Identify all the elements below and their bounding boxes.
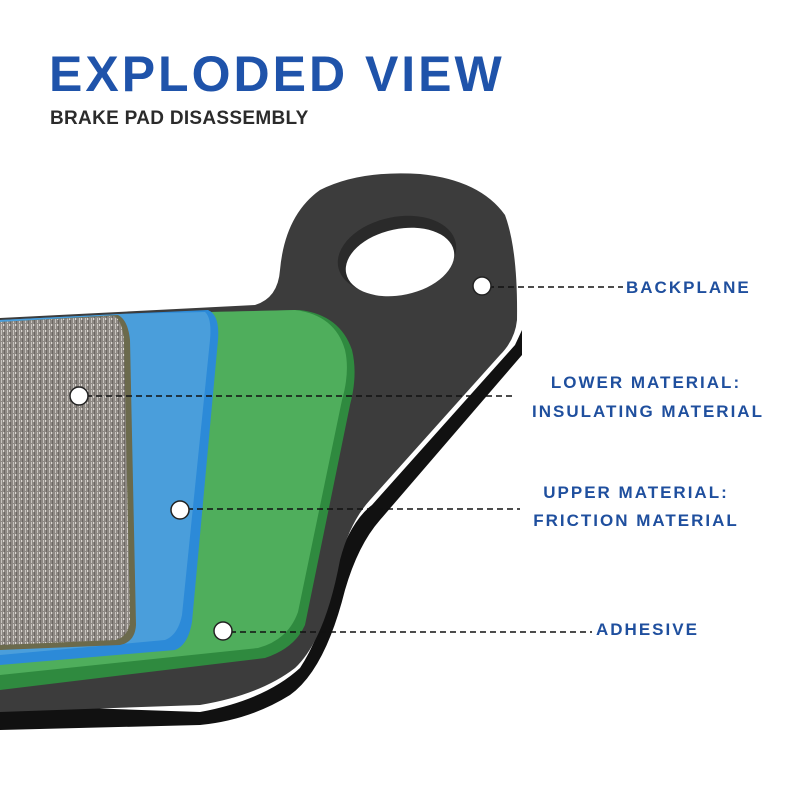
label-upper-material: UPPER MATERIAL: [543, 483, 729, 502]
callout-dot-upper [170, 500, 190, 520]
label-insulating-material: INSULATING MATERIAL [532, 402, 764, 421]
label-lower-material: LOWER MATERIAL: [550, 373, 742, 392]
page-title: EXPLODED VIEW [49, 46, 505, 102]
page-subtitle: BRAKE PAD DISASSEMBLY [50, 108, 309, 129]
friction-layer-face [0, 316, 130, 645]
callout-dot-backplane [472, 276, 492, 296]
callout-dot-adhesive [213, 621, 233, 641]
callout-dot-lower [69, 386, 89, 406]
backplane-hole-opening [345, 227, 455, 297]
label-adhesive: ADHESIVE [596, 620, 699, 639]
label-backplane: BACKPLANE [626, 278, 751, 297]
label-friction-material: FRICTION MATERIAL [533, 511, 739, 530]
